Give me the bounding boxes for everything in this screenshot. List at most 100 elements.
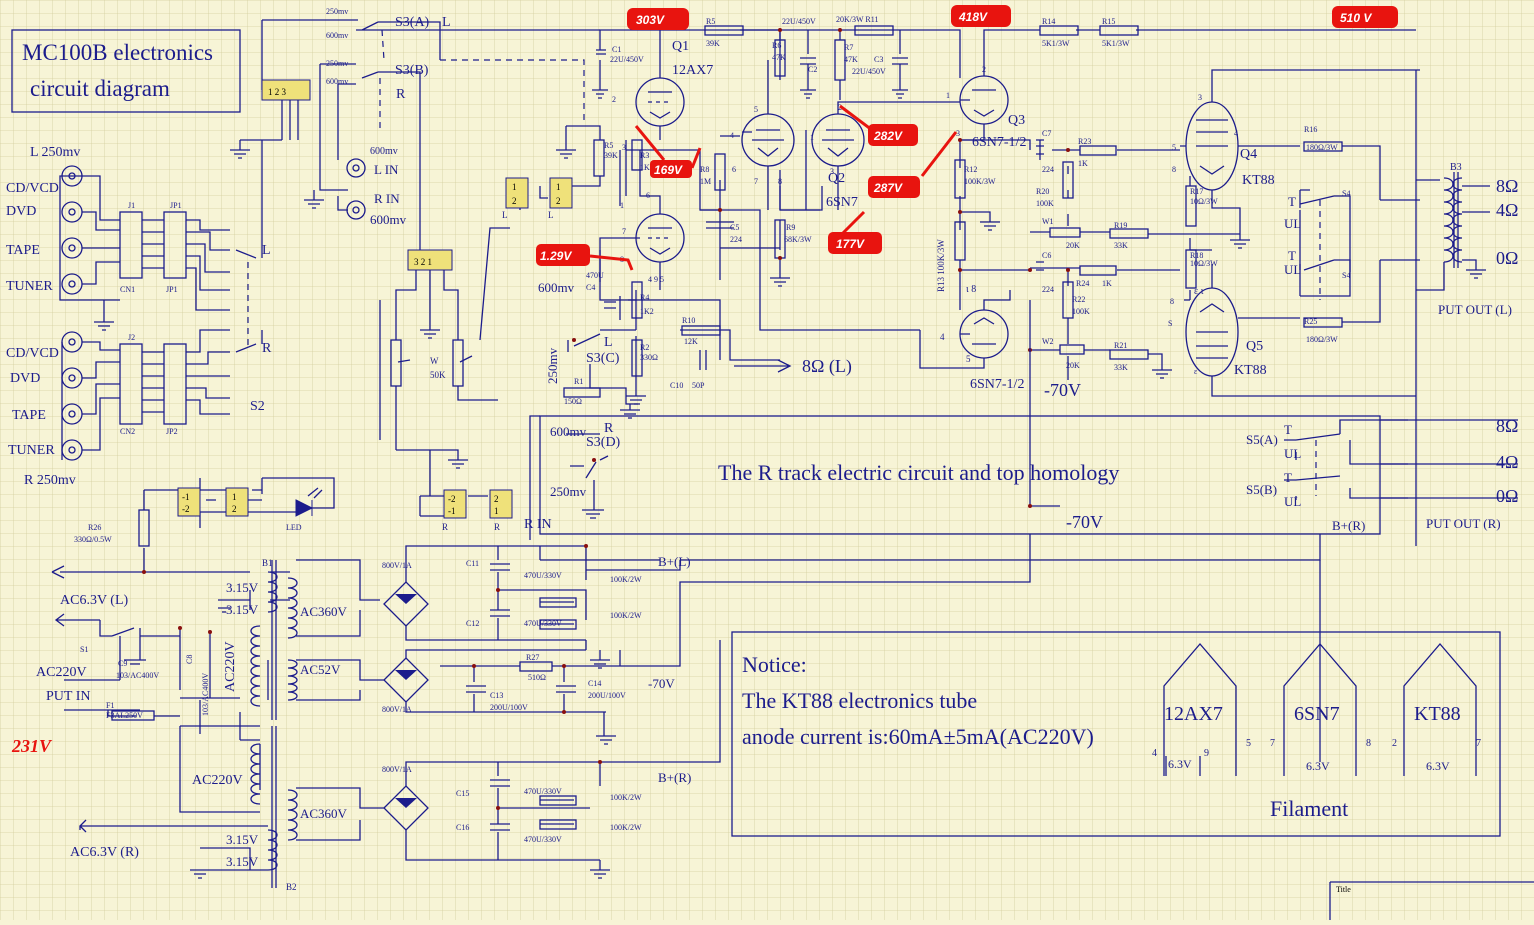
- svg-text:1: 1: [512, 182, 517, 192]
- svg-text:3: 3: [956, 129, 960, 138]
- c12-value: 470U/330V: [524, 619, 562, 628]
- r25-value: 180Ω/3W: [1306, 335, 1338, 344]
- s3d-600: 600mv: [550, 424, 587, 439]
- svg-text:-2: -2: [448, 494, 456, 504]
- notice-tube2: 6SN7: [1294, 703, 1340, 725]
- r18-label: R18: [1190, 251, 1203, 260]
- r-in-600: 600mv: [370, 212, 407, 227]
- power-supply-r: AC220V AC360V 800V/1A C15 470U/330V C16 …: [70, 560, 1321, 892]
- r2-value: 330Ω: [640, 353, 658, 362]
- c13-label: C13: [490, 691, 503, 700]
- tag-303v: 303V: [627, 8, 689, 30]
- r20-value: 100K: [1036, 199, 1054, 208]
- q1-type: 12AX7: [672, 63, 713, 78]
- svg-text:303V: 303V: [636, 13, 665, 27]
- s3c-250: 250mv: [545, 347, 560, 384]
- c13-value: 200U/100V: [490, 703, 528, 712]
- tag-510v: 510 V: [1332, 6, 1398, 28]
- r18-value: 10Ω/3W: [1190, 259, 1218, 268]
- r11-value: 20K/3W R11: [836, 15, 878, 24]
- svg-text:2: 2: [982, 65, 986, 74]
- title-line2: circuit diagram: [30, 76, 170, 101]
- r17-value: 10Ω/3W: [1190, 197, 1218, 206]
- pot-w: 3 2 1 W 50K -2 -1 2 1 R R R IN 1 2 1 2 L…: [379, 177, 573, 532]
- input-r-level: R 250mv: [24, 473, 76, 488]
- r15-value: 5K1/3W: [1102, 39, 1130, 48]
- s5a-t: T: [1284, 422, 1292, 437]
- f1-value: F3AL250V: [106, 711, 143, 720]
- r-track-box: The R track electric circuit and top hom…: [529, 300, 1518, 540]
- r16-label: R16: [1304, 125, 1317, 134]
- br2-label: 800V/1A: [382, 705, 412, 714]
- r23-label: R23: [1078, 137, 1091, 146]
- s3a-600: 600mv: [326, 31, 348, 40]
- put-in-label: PUT IN: [46, 689, 90, 704]
- conn-r1: R: [442, 522, 448, 532]
- t1-label: T: [1288, 194, 1296, 209]
- r4-label: R4: [640, 293, 649, 302]
- tag-418v: 418V: [951, 5, 1011, 27]
- pin-kt88-a: 2: [1392, 738, 1397, 749]
- q5-label: Q5: [1246, 339, 1263, 354]
- conn-r-in: R IN: [524, 517, 552, 532]
- svg-text:1: 1: [620, 201, 624, 210]
- ac52: AC52V: [300, 662, 341, 677]
- s3a-side: L: [442, 15, 451, 30]
- s5a-label: S5(A): [1246, 432, 1278, 447]
- c6-label: C6: [1042, 251, 1051, 260]
- l-in: L IN: [374, 162, 399, 177]
- svg-text:ɛ: ɛ: [1194, 367, 1198, 376]
- src-u-3: TAPE: [6, 243, 40, 258]
- conn-l1: L: [502, 210, 508, 220]
- tag-177v: 177V: [828, 232, 882, 254]
- c10-label: C10: [670, 381, 683, 390]
- notice-line1: The KT88 electronics tube: [742, 688, 977, 713]
- r-in: R IN: [374, 191, 400, 206]
- c12-label: C12: [466, 619, 479, 628]
- q6-type: 6SN7-1/2: [970, 377, 1024, 392]
- r24-value: 1K: [1102, 279, 1112, 288]
- s5a-ul: UL: [1284, 446, 1301, 461]
- sel-r: R: [262, 341, 272, 356]
- ac360a: AC360V: [300, 604, 348, 619]
- sel-l: L: [262, 243, 271, 258]
- r4-value: 1K2: [640, 307, 654, 316]
- svg-text:1: 1: [946, 91, 950, 100]
- s2-label: S2: [250, 399, 265, 414]
- pot-w-name: W: [430, 356, 439, 366]
- s3d-250: 250mv: [550, 484, 587, 499]
- svg-text:3: 3: [830, 167, 834, 176]
- r24-label: R24: [1076, 279, 1089, 288]
- r26-value: 330Ω/0.5W: [74, 535, 112, 544]
- ac220-rotated: AC220V: [223, 641, 238, 692]
- r5-value: 39K: [706, 39, 720, 48]
- ac63r: AC6.3V (R): [70, 845, 139, 860]
- r27-value: 510Ω: [528, 673, 546, 682]
- r14-label: R14: [1042, 17, 1055, 26]
- tag-169v: 169V: [650, 160, 692, 178]
- neg70-supply: -70V: [648, 676, 675, 691]
- svg-text:2: 2: [512, 196, 517, 206]
- q4-label: Q4: [1240, 147, 1257, 162]
- svg-text:1: 1: [556, 182, 561, 192]
- c4-value: 470U: [586, 271, 604, 280]
- v315a: 3.15V: [226, 580, 259, 595]
- l-in-600: 600mv: [370, 146, 398, 157]
- b3-label: B3: [1450, 162, 1462, 173]
- v315d: 3.15V: [226, 854, 259, 869]
- svg-text:510 V: 510 V: [1340, 11, 1372, 25]
- v-12ax7: 6.3V: [1168, 757, 1192, 771]
- s3a-250: 250mv: [326, 7, 348, 16]
- c11-value: 470U/330V: [524, 571, 562, 580]
- out-r-8: 8Ω: [1496, 416, 1518, 436]
- s5b-label: S5(B): [1246, 482, 1277, 497]
- src-u-4: TUNER: [6, 279, 53, 294]
- notice-box: Notice: The KT88 electronics tube anode …: [731, 631, 1501, 837]
- neg70-label: -70V: [1044, 380, 1081, 400]
- svg-text:2: 2: [494, 494, 499, 504]
- r17-label: R17: [1190, 187, 1203, 196]
- svg-text:4 9 5: 4 9 5: [648, 275, 664, 284]
- c7-value: 224: [1042, 165, 1054, 174]
- r1-value: 150Ω: [564, 397, 582, 406]
